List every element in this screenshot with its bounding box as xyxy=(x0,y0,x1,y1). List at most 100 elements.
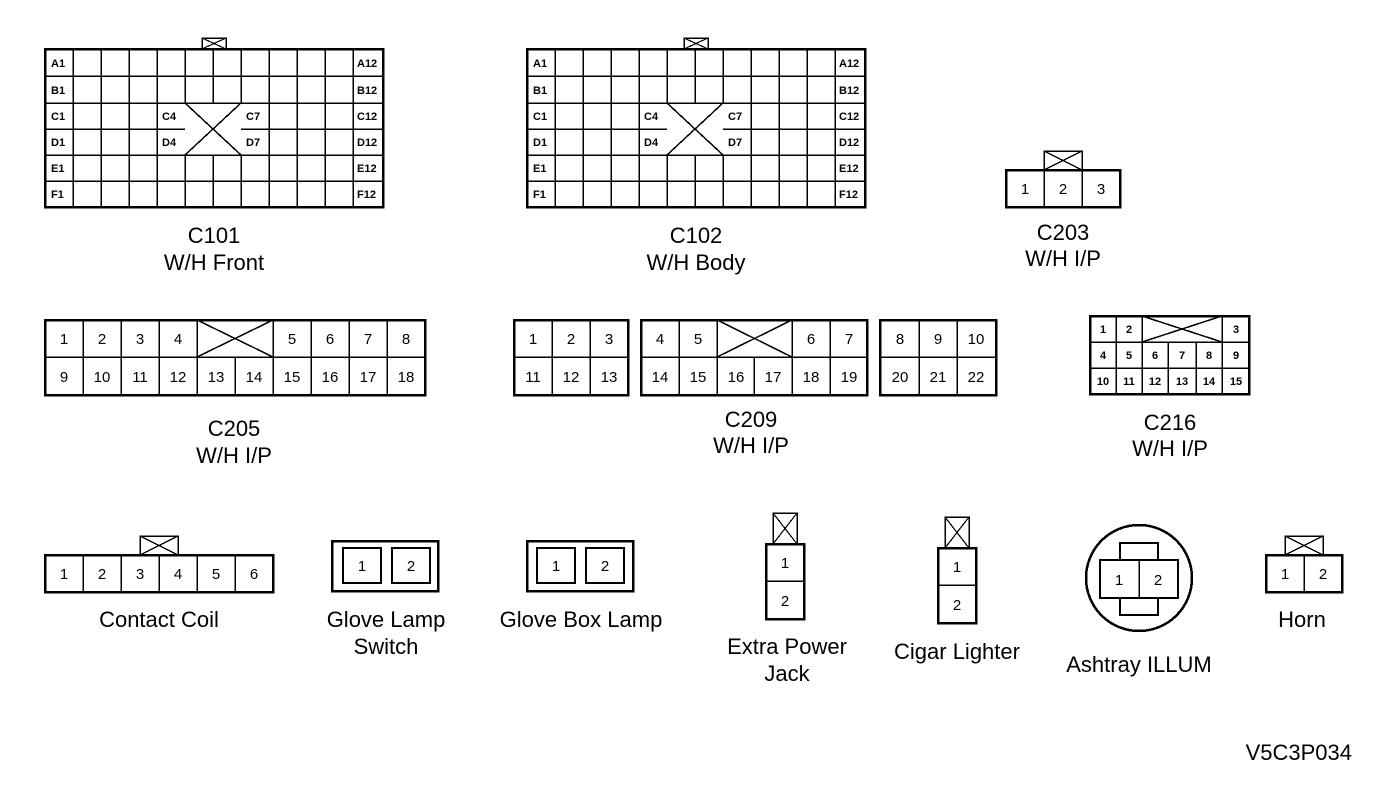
connector-name-line1: Glove Lamp xyxy=(327,607,446,632)
pin-12: 12 xyxy=(170,369,187,386)
connector-code: C205 xyxy=(208,416,261,441)
connector-code: C102 xyxy=(670,223,723,248)
pin-c12: C12 xyxy=(839,111,859,123)
pin-8: 8 xyxy=(896,331,904,348)
pin-5: 5 xyxy=(1126,350,1132,362)
pin-9: 9 xyxy=(1233,350,1239,362)
connector-name: Horn xyxy=(1278,607,1326,632)
pin-3: 3 xyxy=(1097,181,1105,198)
pin-6: 6 xyxy=(1152,350,1158,362)
connector-horn: 1 2 Horn xyxy=(1264,535,1344,632)
pin-1: 1 xyxy=(60,331,68,348)
pin-4: 4 xyxy=(174,331,182,348)
pin-f1: F1 xyxy=(51,189,64,201)
pin-15: 15 xyxy=(1230,376,1242,388)
pin-7: 7 xyxy=(364,331,372,348)
pin-5: 5 xyxy=(212,566,220,583)
pin-d4: D4 xyxy=(162,137,177,149)
pin-c1: C1 xyxy=(533,111,547,123)
connector-c102: A1 B1 C1 D1 E1 F1 A12 B12 C12 D12 E12 F1… xyxy=(525,37,867,275)
pin-17: 17 xyxy=(765,369,782,386)
connector-description: W/H Front xyxy=(164,250,264,275)
pin-12: 12 xyxy=(1149,376,1161,388)
pin-20: 20 xyxy=(892,369,909,386)
pin-3: 3 xyxy=(136,566,144,583)
pin-e12: E12 xyxy=(357,163,377,175)
pin-19: 19 xyxy=(841,369,858,386)
pin-13: 13 xyxy=(601,369,618,386)
pin-12: 12 xyxy=(563,369,580,386)
connector-c101: A1 B1 C1 D1 E1 F1 A12 B12 C12 D12 E12 F1… xyxy=(43,37,385,275)
pin-2: 2 xyxy=(1059,181,1067,198)
connector-cigar-lighter: 1 2 Cigar Lighter xyxy=(894,516,1020,664)
pin-e1: E1 xyxy=(533,163,546,175)
pin-2: 2 xyxy=(407,558,415,575)
pin-15: 15 xyxy=(690,369,707,386)
connector-name-line2: Switch xyxy=(354,634,419,659)
pin-d7: D7 xyxy=(728,137,742,149)
connector-c216: 1 2 3 4 5 6 7 8 9 10 11 12 13 14 15 C216… xyxy=(1088,314,1251,461)
connector-description: W/H I/P xyxy=(1132,436,1208,461)
pin-d12: D12 xyxy=(357,137,377,149)
connector-code: C101 xyxy=(188,223,241,248)
pin-1: 1 xyxy=(1281,566,1289,583)
pin-e1: E1 xyxy=(51,163,64,175)
pin-1: 1 xyxy=(529,331,537,348)
connector-c205: 1 2 3 4 5 6 7 8 9 10 11 12 13 14 15 16 1… xyxy=(43,318,427,468)
pin-c4: C4 xyxy=(162,111,177,123)
pin-7: 7 xyxy=(845,331,853,348)
pin-11: 11 xyxy=(1123,376,1135,388)
pin-10: 10 xyxy=(94,369,111,386)
pin-1: 1 xyxy=(552,558,560,575)
pin-c12: C12 xyxy=(357,111,377,123)
pin-a1: A1 xyxy=(51,58,65,70)
pin-4: 4 xyxy=(1100,350,1107,362)
pin-11: 11 xyxy=(525,369,541,386)
connector-description: W/H I/P xyxy=(1025,246,1101,271)
pin-3: 3 xyxy=(136,331,144,348)
pin-6: 6 xyxy=(807,331,815,348)
pin-f1: F1 xyxy=(533,189,546,201)
pin-2: 2 xyxy=(953,597,961,614)
pin-6: 6 xyxy=(250,566,258,583)
pin-9: 9 xyxy=(934,331,942,348)
pin-2: 2 xyxy=(1319,566,1327,583)
connector-description: W/H I/P xyxy=(713,433,789,458)
pin-22: 22 xyxy=(968,369,985,386)
pin-c7: C7 xyxy=(728,111,742,123)
pin-3: 3 xyxy=(605,331,613,348)
pin-1: 1 xyxy=(358,558,366,575)
pin-10: 10 xyxy=(968,331,985,348)
connector-code: C209 xyxy=(725,407,778,432)
figure-id: V5C3P034 xyxy=(1246,740,1352,765)
connector-c209: 1 2 3 11 12 13 4 5 6 7 14 15 16 17 18 19… xyxy=(512,318,998,458)
pin-1: 1 xyxy=(781,555,789,572)
pin-1: 1 xyxy=(1100,324,1106,336)
pin-15: 15 xyxy=(284,369,301,386)
pin-b12: B12 xyxy=(357,85,377,97)
pin-d12: D12 xyxy=(839,137,859,149)
pin-1: 1 xyxy=(60,566,68,583)
pin-2: 2 xyxy=(781,593,789,610)
pin-f12: F12 xyxy=(839,189,858,201)
pin-c4: C4 xyxy=(644,111,659,123)
pin-d1: D1 xyxy=(533,137,547,149)
pin-5: 5 xyxy=(694,331,702,348)
connector-code: C203 xyxy=(1037,220,1090,245)
pin-18: 18 xyxy=(803,369,820,386)
pin-2: 2 xyxy=(98,566,106,583)
connector-name: Glove Box Lamp xyxy=(500,607,663,632)
pin-c1: C1 xyxy=(51,111,65,123)
pin-16: 16 xyxy=(728,369,745,386)
pin-2: 2 xyxy=(1126,324,1132,336)
pin-a1: A1 xyxy=(533,58,547,70)
connector-name: Cigar Lighter xyxy=(894,639,1020,664)
pin-2: 2 xyxy=(1154,572,1162,589)
pin-2: 2 xyxy=(601,558,609,575)
connector-code: C216 xyxy=(1144,410,1197,435)
pin-4: 4 xyxy=(656,331,664,348)
pin-e12: E12 xyxy=(839,163,859,175)
pin-7: 7 xyxy=(1179,350,1185,362)
pin-1: 1 xyxy=(1021,181,1029,198)
